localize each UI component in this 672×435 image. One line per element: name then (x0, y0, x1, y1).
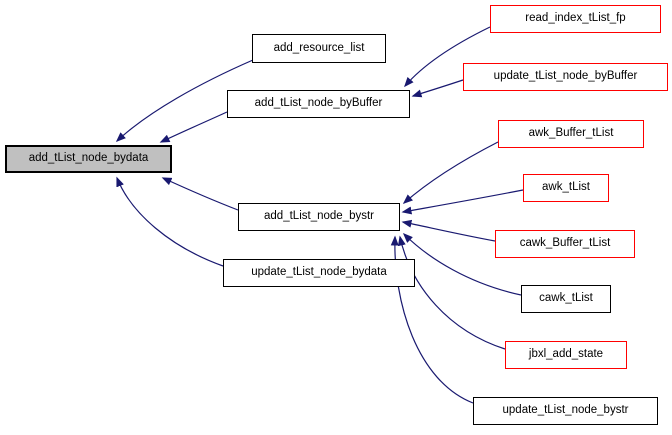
graph-node-add_tList_node_byBuffer[interactable]: add_tList_node_byBuffer (227, 90, 410, 118)
edge-update_tList_node_bydata-to-add_tList_node_bydata (116, 176, 224, 267)
graph-node-read_index_tList_fp[interactable]: read_index_tList_fp (490, 5, 661, 33)
edge-cawk_Buffer_tList-to-add_tList_node_bystr (401, 219, 496, 242)
graph-node-cawk_Buffer_tList[interactable]: cawk_Buffer_tList (495, 230, 635, 258)
edge-awk_tList-to-add_tList_node_bystr (401, 189, 524, 215)
graph-node-update_tList_node_byBuffer[interactable]: update_tList_node_byBuffer (463, 63, 668, 91)
graph-node-update_tList_node_bystr[interactable]: update_tList_node_bystr (473, 397, 658, 425)
edge-add_tList_node_bystr-to-add_tList_node_bydata (161, 177, 239, 211)
graph-node-add_resource_list[interactable]: add_resource_list (252, 34, 386, 63)
graph-node-awk_Buffer_tList[interactable]: awk_Buffer_tList (498, 120, 644, 148)
edge-update_tList_node_byBuffer-to-add_tList_node_byBuffer (411, 79, 464, 98)
edge-jbxl_add_state-to-add_tList_node_bystr (397, 235, 506, 350)
graph-node-jbxl_add_state[interactable]: jbxl_add_state (505, 341, 627, 369)
graph-node-add_tList_node_bystr[interactable]: add_tList_node_bystr (238, 203, 400, 231)
edge-awk_Buffer_tList-to-add_tList_node_bystr (402, 141, 499, 204)
graph-node-awk_tList[interactable]: awk_tList (523, 174, 609, 202)
graph-node-add_tList_node_bydata: add_tList_node_bydata (5, 145, 172, 173)
edge-add_tList_node_byBuffer-to-add_tList_node_bydata (159, 111, 228, 143)
graph-node-cawk_tList[interactable]: cawk_tList (521, 285, 611, 313)
graph-node-update_tList_node_bydata[interactable]: update_tList_node_bydata (223, 259, 415, 287)
